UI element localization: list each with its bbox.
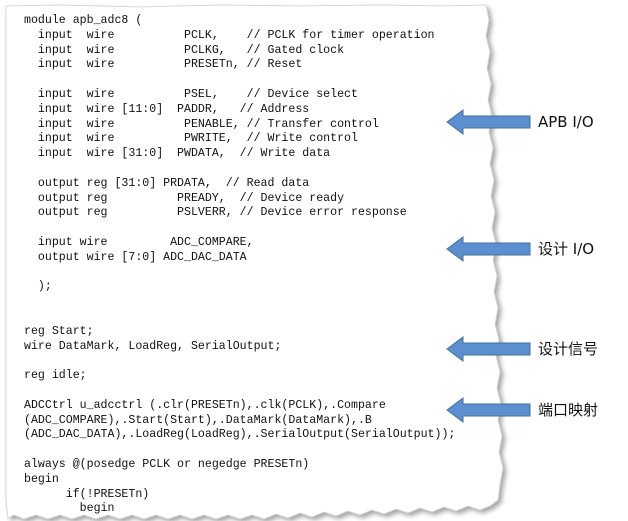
- code-line: (ADC_COMPARE),.Start(Start),.DataMark(Da…: [24, 413, 372, 427]
- code-line: input wire PCLKG, // Gated clock: [24, 43, 345, 57]
- code-line: input wire PCLK, // PCLK for timer opera…: [24, 28, 435, 42]
- left-arrow-icon: [446, 109, 531, 135]
- code-line: reg idle;: [24, 369, 87, 383]
- code-line: always @(posedge PCLK or negedge PRESETn…: [24, 457, 310, 471]
- code-line: [24, 221, 455, 236]
- code-line: [24, 443, 455, 458]
- left-arrow-icon: [446, 236, 531, 262]
- code-line: input wire PRESETn, // Reset: [24, 58, 303, 72]
- code-line: wire DataMark, LoadReg, SerialOutput;: [24, 339, 282, 353]
- arrow-shape: [446, 109, 531, 135]
- code-line: module apb_adc8 (: [24, 14, 143, 27]
- verilog-code-listing: module apb_adc8 ( input wire PCLK, // PC…: [24, 14, 455, 517]
- arrow-shape: [446, 397, 531, 423]
- code-line: if(!PRESETn): [24, 487, 150, 501]
- arrow-shape: [446, 336, 531, 362]
- callout-label-apb-io: APB I/O: [538, 113, 594, 131]
- callout-label-design-signals: 设计信号: [538, 340, 599, 358]
- code-line: [24, 384, 455, 399]
- code-line: input wire PENABLE, // Transfer control: [24, 117, 379, 131]
- callout-label-design-io: 设计 I/O: [538, 240, 595, 258]
- code-line: output reg [31:0] PRDATA, // Read data: [24, 176, 310, 190]
- code-line: [24, 310, 455, 325]
- code-line: (ADC_DAC_DATA),.LoadReg(LoadReg),.Serial…: [24, 428, 456, 442]
- code-line: begin: [24, 472, 59, 486]
- code-line: input wire [11:0] PADDR, // Address: [24, 102, 310, 116]
- code-line: input wire [31:0] PWDATA, // Write data: [24, 147, 331, 161]
- arrow-shape: [446, 236, 531, 262]
- left-arrow-icon: [446, 336, 531, 362]
- code-line: input wire ADC_COMPARE,: [24, 235, 254, 249]
- paper-outline: [5, 4, 504, 520]
- code-line: begin: [24, 502, 115, 516]
- code-line: [24, 266, 455, 281]
- code-line: output wire [7:0] ADC_DAC_DATA: [24, 250, 247, 264]
- code-line: );: [24, 280, 52, 294]
- code-line: [24, 295, 455, 310]
- code-line: reg Start;: [24, 324, 94, 338]
- code-line: [24, 162, 455, 177]
- code-line: [24, 354, 455, 369]
- code-line: input wire PWRITE, // Write control: [24, 132, 358, 146]
- code-line: output reg PSLVERR, // Device error resp…: [24, 206, 407, 220]
- callout-label-port-mapping: 端口映射: [538, 401, 599, 419]
- code-line: input wire PSEL, // Device select: [24, 87, 358, 101]
- code-line: ADCCtrl u_adcctrl (.clr(PRESETn),.clk(PC…: [24, 398, 386, 412]
- left-arrow-icon: [446, 397, 531, 423]
- code-line: output reg PREADY, // Device ready: [24, 191, 345, 205]
- code-line: [24, 73, 455, 88]
